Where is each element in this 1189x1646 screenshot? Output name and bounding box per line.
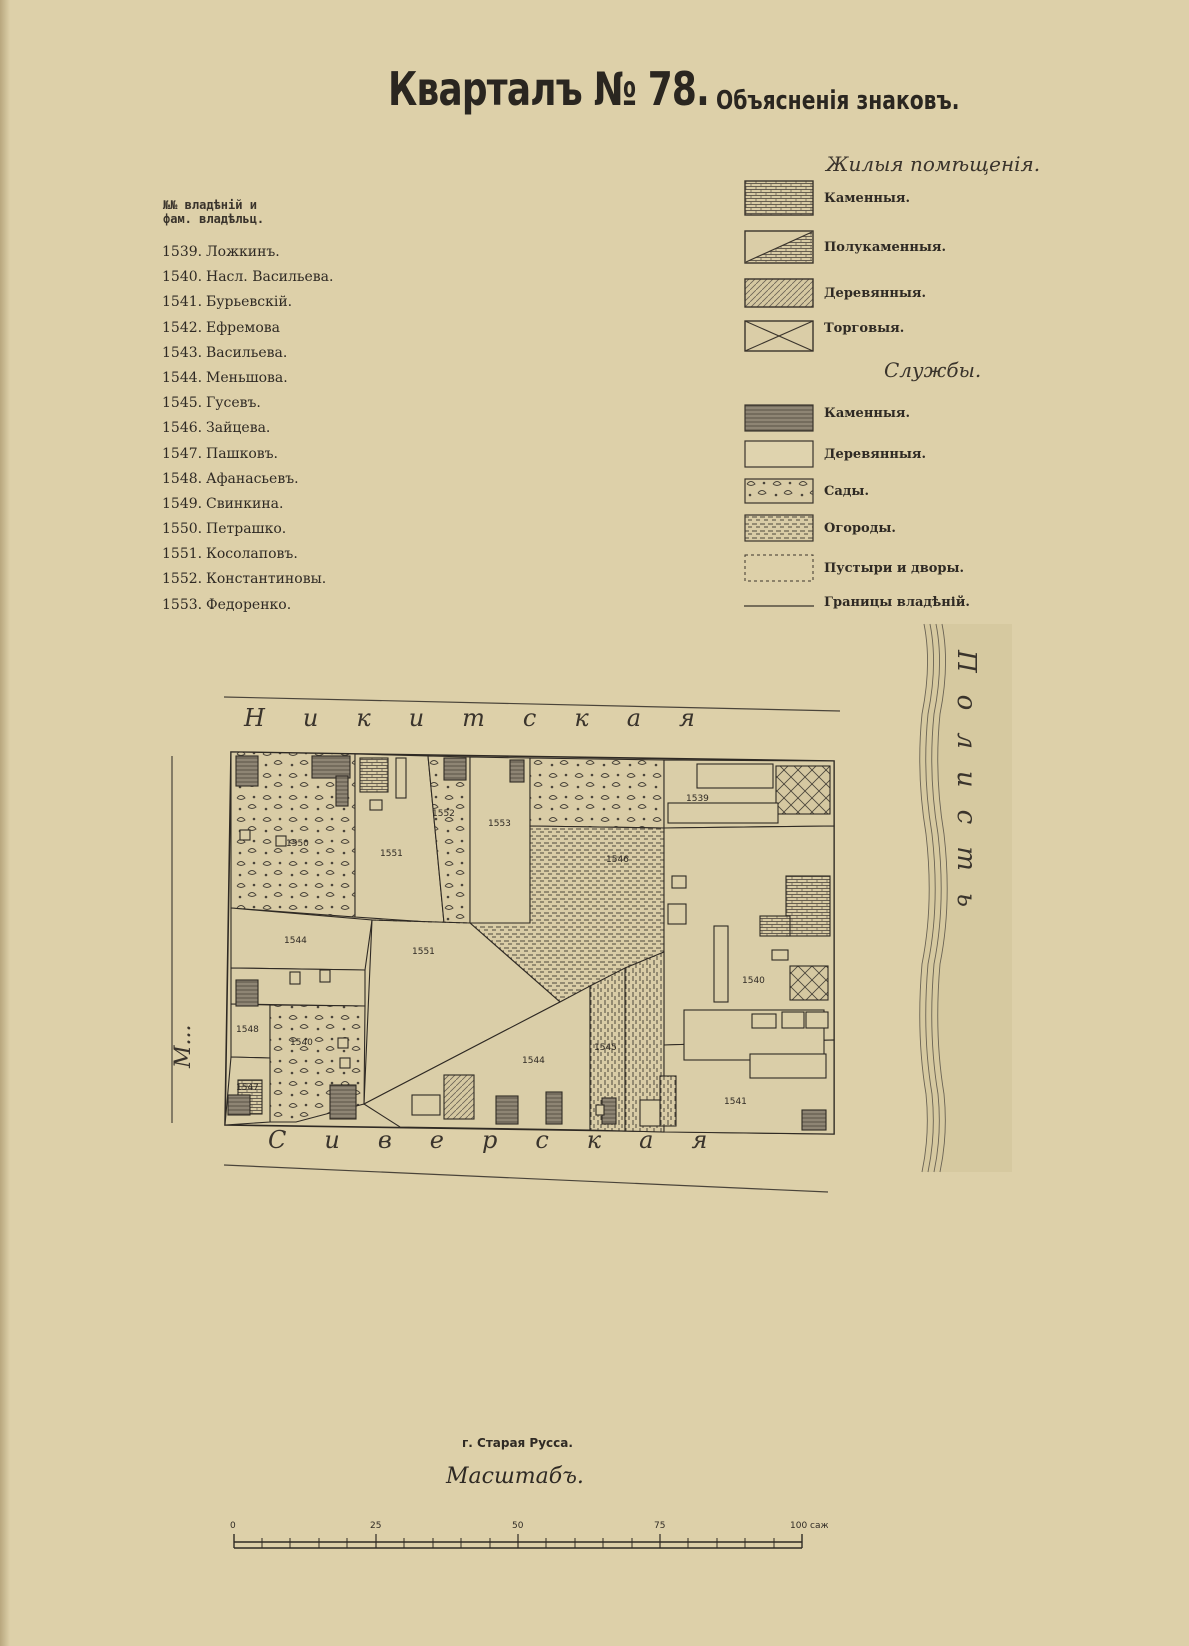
- owner-item: 1540.Насл. Васильева.: [162, 269, 334, 286]
- parcel-label: 1551: [380, 849, 403, 859]
- legend-label: Сады.: [824, 483, 869, 499]
- owner-item: 1547.Пашковъ.: [162, 445, 278, 462]
- parcel-label: 1540: [290, 1038, 313, 1048]
- buildings: [227, 755, 831, 1131]
- legend-wooden-dwelling: Деревянныя.: [744, 278, 926, 308]
- legend-vacant: Пустыри и дворы.: [744, 554, 964, 582]
- parcel-label: 1541: [724, 1097, 747, 1107]
- owner-item: 1544.Меньшова.: [162, 369, 288, 386]
- owners-list: 1539.Ложкинъ. 1540.Насл. Васильева. 1541…: [162, 244, 333, 622]
- parcel-label: 1546: [606, 855, 629, 865]
- legend-stone-service: Каменныя.: [744, 404, 910, 432]
- vacant-swatch: [744, 554, 814, 582]
- scale-bar: 0 25 50 75 100 саж: [230, 1521, 828, 1549]
- footer-city: г. Старая Русса.: [462, 1436, 573, 1450]
- parcel-label: 1540: [742, 976, 765, 986]
- legend-services-head: Службы.: [884, 358, 982, 382]
- parcel-label: 1544: [284, 936, 307, 946]
- parcel-label: 1548: [236, 1025, 259, 1035]
- owner-item: 1542.Ефремова: [162, 319, 280, 336]
- parcel-label: 1552: [432, 809, 455, 819]
- owners-header: №№ владѣній и фам. владѣльц.: [163, 198, 265, 226]
- legend-label: Деревянныя.: [824, 446, 927, 462]
- stone-service-swatch: [744, 404, 814, 432]
- owner-item: 1549.Свинкина.: [162, 495, 284, 512]
- legend-wooden-service: Деревянныя.: [744, 440, 926, 468]
- half-stone-swatch: [744, 230, 814, 264]
- owner-item: 1550.Петрашко.: [162, 521, 287, 538]
- legend-label: Торговыя.: [824, 320, 905, 336]
- stone-dwelling-swatch: [744, 180, 814, 216]
- legend-label: Границы владѣній.: [824, 594, 970, 610]
- legend-half-stone-dwelling: Полукаменныя.: [744, 230, 946, 264]
- vegetable-swatch: [744, 514, 814, 542]
- legend-title: Объясненія знаковъ.: [716, 86, 960, 116]
- legend-stone-dwelling: Каменныя.: [744, 180, 910, 216]
- owner-item: 1546.Зайцева.: [162, 420, 271, 437]
- parcel-labels: 1539 1540 1540 1541 1544 1544 1545 1546 …: [236, 794, 765, 1107]
- owner-item: 1543.Васильева.: [162, 344, 288, 361]
- parcel-1546-garden: [529, 757, 665, 829]
- legend-trade-dwelling: Торговыя.: [744, 320, 904, 352]
- legend-dwellings-head: Жилыя помѣщенія.: [826, 152, 1041, 176]
- parcel-label: 1553: [488, 819, 511, 829]
- garden-swatch: [744, 478, 814, 504]
- owner-item: 1553.Федоренко.: [162, 596, 292, 613]
- owner-item: 1545.Гусевъ.: [162, 395, 261, 412]
- scale-title: Масштабъ.: [446, 1464, 584, 1489]
- legend-label: Каменныя.: [824, 190, 911, 206]
- parcel-label: 1547: [236, 1083, 259, 1093]
- owner-item: 1552.Константиновы.: [162, 571, 327, 588]
- parcel-label: 1551: [412, 947, 435, 957]
- page-edge: [0, 0, 10, 1646]
- river-name: Полисть: [951, 649, 981, 929]
- parcel-label: 1545: [594, 1043, 617, 1053]
- page-title: Кварталъ № 78.: [388, 62, 710, 116]
- scale-tick-label: 100 саж: [790, 1521, 828, 1531]
- legend-label: Деревянныя.: [824, 285, 927, 301]
- river-shore: [919, 623, 948, 1173]
- parcel-label: 1544: [522, 1056, 545, 1066]
- owner-item: 1548.Афанасьевъ.: [162, 470, 299, 487]
- scale-tick-label: 75: [654, 1521, 665, 1531]
- legend-label: Полукаменныя.: [824, 239, 947, 255]
- parcel-label: 1539: [686, 794, 709, 804]
- legend-label: Огороды.: [824, 520, 896, 536]
- scale-tick-label: 0: [230, 1521, 236, 1531]
- wooden-service-swatch: [744, 440, 814, 468]
- street-name-left: М...: [171, 1024, 196, 1069]
- parcel-1544: [362, 985, 591, 1131]
- legend-garden: Сады.: [744, 478, 869, 504]
- legend-vegetable: Огороды.: [744, 514, 896, 542]
- owner-item: 1541.Бурьевскій.: [162, 294, 293, 311]
- scale-tick-label: 50: [512, 1521, 524, 1531]
- legend-label: Пустыри и дворы.: [824, 560, 965, 576]
- vacant-boundary: [371, 919, 471, 924]
- owner-item: 1539.Ложкинъ.: [162, 244, 280, 260]
- boundary-swatch: [744, 605, 814, 607]
- scale-tick-label: 25: [370, 1521, 381, 1531]
- wooden-dwelling-swatch: [744, 278, 814, 308]
- legend-label: Каменныя.: [824, 405, 911, 421]
- street-name-bottom: Сиверская: [268, 1126, 745, 1154]
- owner-item: 1551.Косолаповъ.: [162, 546, 298, 563]
- legend-boundary: Границы владѣній.: [744, 592, 970, 612]
- trade-swatch: [744, 320, 814, 352]
- river: [919, 624, 1012, 1172]
- parcel-label: 1550: [286, 839, 309, 849]
- street-name-top: Никитская: [243, 704, 733, 732]
- street-line-bottom: [223, 1164, 829, 1193]
- street-line-top: [223, 696, 841, 712]
